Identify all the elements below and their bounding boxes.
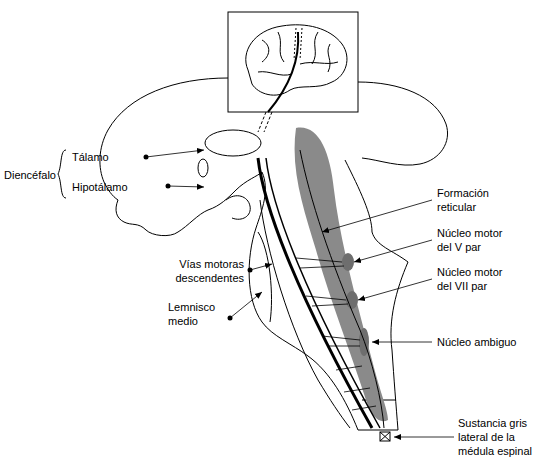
leader-line bbox=[358, 279, 432, 300]
leader-line bbox=[168, 186, 204, 187]
cerebrum-outline bbox=[358, 82, 448, 165]
leader-line bbox=[146, 150, 204, 157]
structure-label: Diencéfalo bbox=[4, 168, 56, 182]
leader-line bbox=[250, 264, 272, 270]
reticular-formation bbox=[295, 128, 388, 422]
bracket bbox=[58, 150, 66, 198]
hypothalamus-outline bbox=[178, 172, 262, 232]
structure-label: Sustancia gris lateral de la médula espi… bbox=[458, 416, 548, 458]
structure-label: Tálamo bbox=[72, 150, 109, 164]
structure-label: Hipotálamo bbox=[72, 180, 128, 194]
leader-dot bbox=[144, 155, 149, 160]
leader-dot bbox=[248, 268, 253, 273]
leader-line bbox=[230, 292, 262, 318]
corticobulbar-tract bbox=[268, 32, 298, 112]
thalamus bbox=[205, 130, 261, 156]
tract-dashed bbox=[258, 112, 272, 132]
leader-dot bbox=[228, 316, 233, 321]
brain-inset-frame bbox=[228, 12, 358, 112]
hypophysis bbox=[226, 196, 250, 220]
leader-dot bbox=[166, 184, 171, 189]
leader-line bbox=[322, 200, 432, 232]
leader-line bbox=[372, 342, 432, 343]
leader-line bbox=[394, 437, 454, 438]
spinal-gray-box bbox=[380, 432, 390, 441]
motor-nucleus bbox=[342, 253, 354, 271]
structure-label: Lemnisco medio bbox=[168, 300, 228, 328]
reticular-tract bbox=[300, 150, 384, 428]
structure-label: Núcleo motor del V par bbox=[437, 226, 512, 254]
nucleus-branch bbox=[296, 258, 376, 410]
structure-label: Formación reticular bbox=[437, 186, 507, 214]
small-structure bbox=[198, 159, 208, 177]
spinal-gray-cross bbox=[380, 432, 390, 441]
structure-label: Núcleo ambiguo bbox=[437, 335, 517, 349]
medial-lemniscus bbox=[260, 200, 350, 428]
cerebrum-outline bbox=[100, 78, 228, 236]
leader-line bbox=[354, 240, 432, 262]
structure-label: Vías motoras descendentes bbox=[162, 257, 244, 285]
pons-outline bbox=[258, 232, 272, 322]
structure-label: Núcleo motor del VII par bbox=[437, 265, 512, 293]
